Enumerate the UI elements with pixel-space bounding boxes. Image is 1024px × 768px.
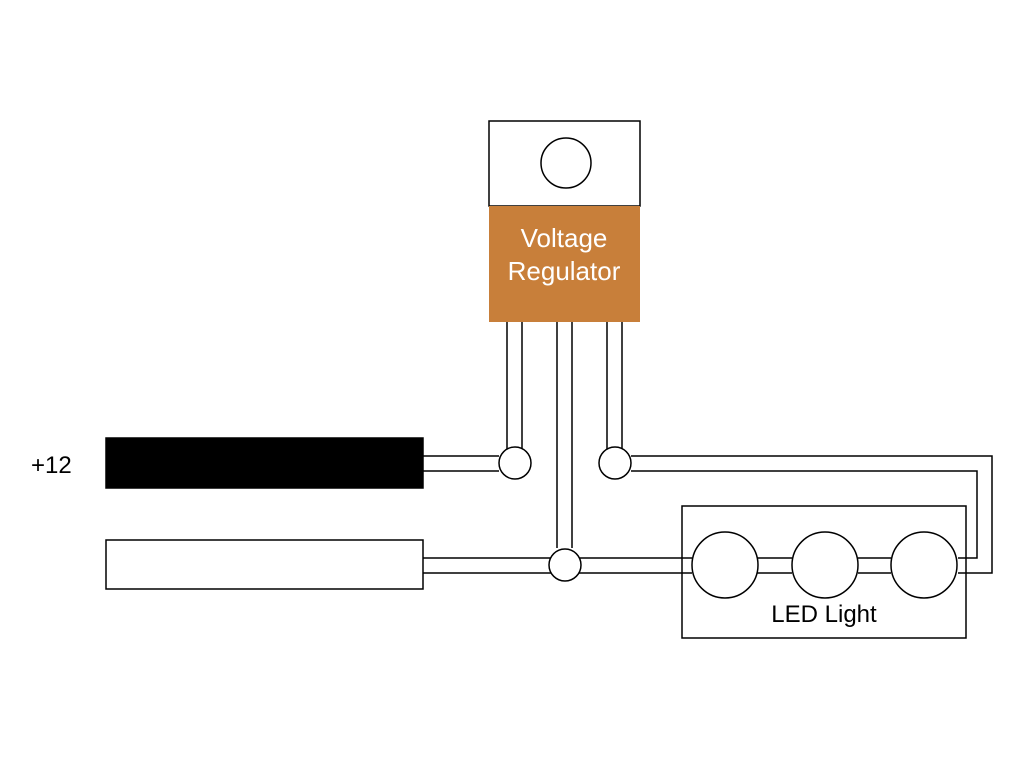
regulator-output-leg	[606, 322, 623, 450]
led-light-housing	[681, 505, 967, 639]
voltage-regulator-body	[489, 206, 640, 322]
regulator-label-line2: Regulator	[508, 256, 621, 286]
led-bulb	[691, 531, 759, 599]
input-connection-wire	[423, 455, 499, 472]
positive-supply-wire	[105, 437, 424, 489]
regulator-label-line1: Voltage	[521, 223, 608, 253]
led-interconnect-wires	[757, 557, 891, 574]
output-solder-joint	[598, 446, 632, 480]
regulator-input-leg	[506, 322, 523, 450]
ground-supply-wire	[105, 539, 424, 590]
supply-voltage-label: +12	[31, 452, 72, 479]
led-bulb	[791, 531, 859, 599]
led-light-label: LED Light	[771, 601, 877, 628]
output-connection-wire	[631, 455, 993, 574]
regulator-ground-leg	[556, 322, 573, 548]
ground-solder-joint	[548, 548, 582, 582]
regulator-mounting-hole	[540, 137, 592, 189]
led-bulb	[890, 531, 958, 599]
input-solder-joint	[498, 446, 532, 480]
